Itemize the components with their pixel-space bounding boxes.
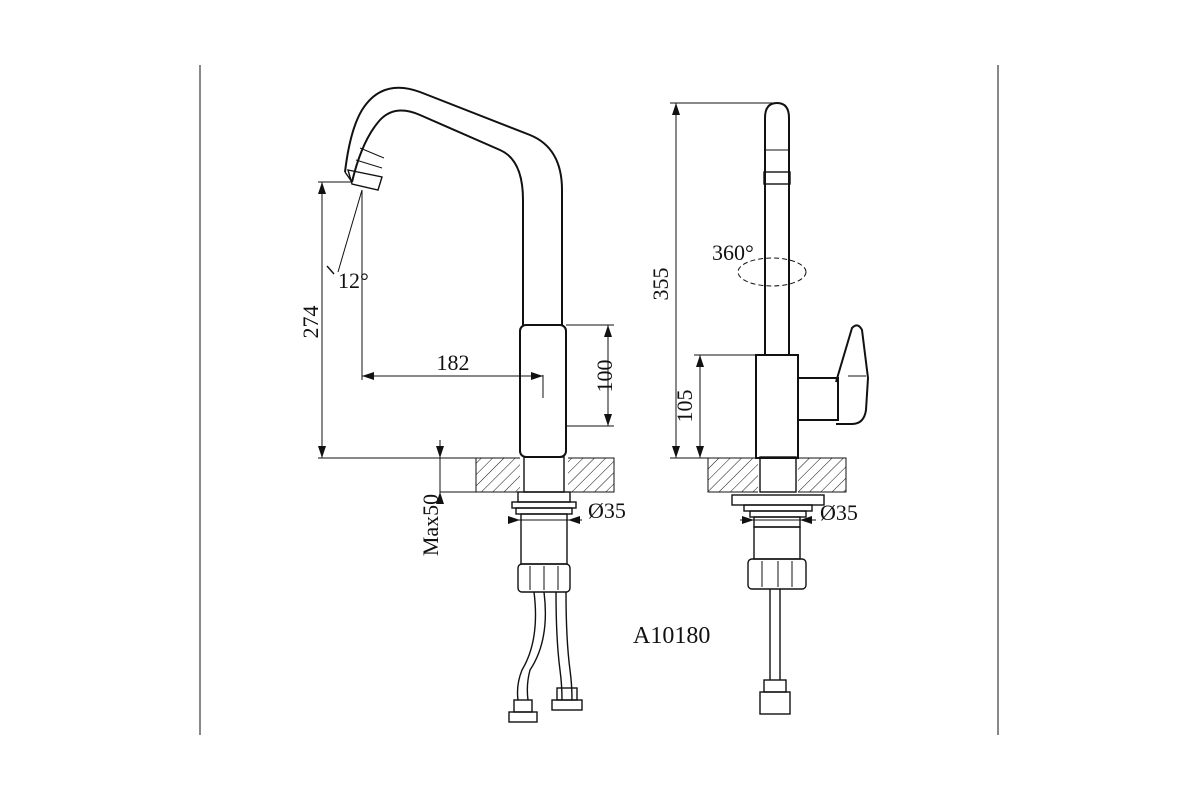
shank-side [731,456,825,590]
dim-rotation-label: 360° [712,240,754,265]
dimension-handle: 100 [566,324,617,427]
dim-height-label-side: 355 [648,268,673,301]
dimension-body: 105 [672,354,756,458]
dim-body-label: 105 [672,390,697,423]
dim-height-label-front: 274 [298,306,323,339]
side-view: 360° [648,101,870,715]
front-view: 274 182 12° 100 [298,86,626,723]
faucet-body-side [755,324,870,459]
dim-hole-label-front: Ø35 [588,498,626,523]
dim-deck-max-label: Max50 [418,494,443,556]
dim-hole-label-side: Ø35 [820,500,858,525]
dim-handle-label: 100 [592,360,617,393]
dimension-height-front: 274 [298,181,476,459]
dimension-height-side: 355 [648,102,777,459]
spout-side [763,101,791,355]
dim-reach-label: 182 [437,350,470,375]
hoses-front [508,591,583,723]
dimension-hole-side: Ø35 [740,500,858,525]
spout [344,86,563,325]
dimension-reach: 182 [361,190,543,380]
rotation-indicator [737,257,807,287]
dimension-hole-front: Ø35 [508,498,626,524]
hose-side [759,589,791,715]
dimension-deck-max: Max50 [418,440,476,556]
dimension-angle: 12° [326,189,369,293]
dim-angle-label: 12° [338,268,369,293]
model-code: A10180 [633,623,710,649]
